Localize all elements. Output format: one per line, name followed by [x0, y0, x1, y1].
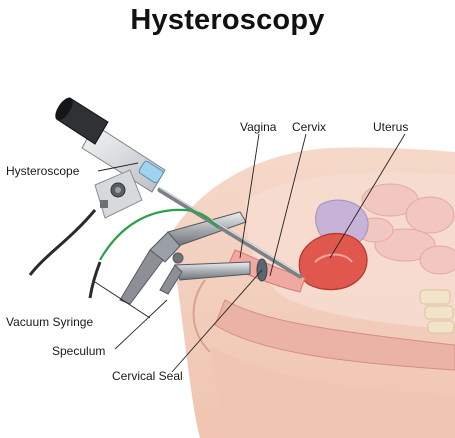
spine: [419, 289, 455, 334]
light-cable: [28, 209, 97, 276]
diagram-title: Hysteroscopy: [130, 4, 325, 36]
label-cervical-seal: Cervical Seal: [112, 369, 183, 383]
leader-lines: [94, 133, 406, 373]
uterus-cavity: [314, 253, 353, 263]
suction-cable: [88, 261, 102, 299]
label-uterus: Uterus: [373, 120, 409, 134]
hysteroscope-shaft-highlight: [159, 187, 301, 275]
label-vacuum-syringe: Vacuum Syringe: [6, 315, 94, 329]
buttock-curve: [192, 279, 211, 353]
speculum: [119, 211, 251, 305]
control-unit: [94, 169, 143, 219]
label-speculum: Speculum: [52, 344, 106, 358]
intestines: [356, 183, 455, 275]
lower-tissue: [210, 345, 455, 438]
label-hysteroscope: Hysteroscope: [6, 164, 80, 178]
eyepiece: [55, 97, 109, 145]
vacuum-tube: [99, 208, 219, 261]
label-vagina: Vagina: [240, 120, 277, 134]
label-cervix: Cervix: [292, 120, 327, 134]
rectum: [214, 299, 455, 371]
hysteroscope-body: [81, 124, 166, 193]
hysteroscope-shaft: [157, 187, 303, 279]
